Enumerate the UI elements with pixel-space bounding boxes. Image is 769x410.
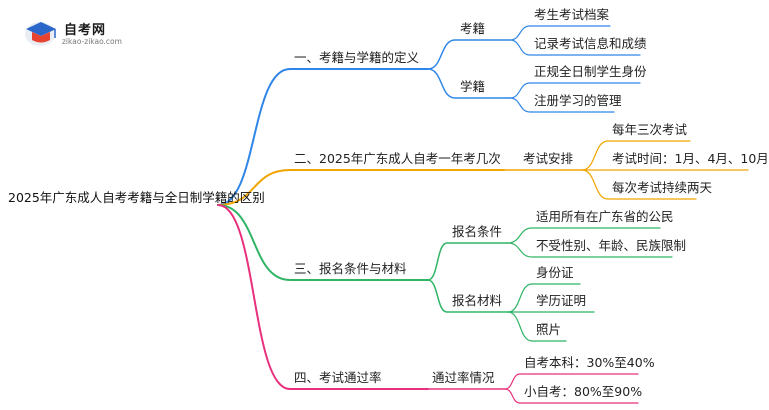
leaf-connector-3-1-1: [507, 227, 661, 244]
branch-connector-4: [217, 204, 429, 390]
sub-connector-1-2: [427, 68, 511, 99]
leaf-label-3-2-2[interactable]: 学历证明: [536, 293, 587, 308]
leaf-connector-3-2-3: [507, 311, 567, 342]
leaf-label-3-2-3[interactable]: 照片: [536, 322, 562, 337]
leaf-label-4-1-1[interactable]: 自考本科：30%至40%: [524, 355, 655, 370]
leaf-label-2-1-2[interactable]: 考试时间：1月、4月、10月: [612, 151, 769, 166]
branch-label-1[interactable]: 一、考籍与学籍的定义: [294, 50, 420, 65]
leaf-label-2-1-3[interactable]: 每次考试持续两天: [612, 180, 713, 195]
leaf-label-4-1-2[interactable]: 小自考：80%至90%: [524, 384, 643, 399]
graduation-cap-icon: [25, 22, 56, 46]
branch-connector-1: [217, 68, 429, 206]
leaf-connector-1-1-1: [509, 25, 611, 41]
leaf-connector-4-1-1: [504, 373, 639, 390]
sub-label-1-2[interactable]: 学籍: [460, 79, 486, 94]
leaf-connector-2-1-3: [581, 169, 697, 200]
branch-label-3[interactable]: 三、报名条件与材料: [294, 261, 407, 276]
sub-connector-1-1: [427, 39, 511, 70]
leaf-connector-1-2-2: [509, 97, 615, 113]
mindmap-canvas: [217, 25, 749, 404]
branch-label-4[interactable]: 四、考试通过率: [294, 370, 382, 385]
leaf-connector-1-1-2: [509, 39, 641, 56]
leaf-label-2-1-1[interactable]: 每年三次考试: [612, 122, 688, 137]
site-logo[interactable]: 自考网 zikao-zikao.com: [22, 16, 152, 50]
leaf-label-1-1-1[interactable]: 考生考试档案: [534, 7, 610, 22]
leaf-label-3-2-1[interactable]: 身份证: [536, 265, 574, 280]
leaf-label-3-1-2[interactable]: 不受性别、年龄、民族限制: [536, 238, 687, 253]
sub-label-1-1[interactable]: 考籍: [460, 21, 486, 36]
leaf-connector-1-2-1: [509, 82, 641, 99]
sub-label-3-2[interactable]: 报名材料: [452, 293, 503, 308]
root-node-label[interactable]: 2025年广东成人自考考籍与全日制学籍的区别: [8, 190, 265, 205]
leaf-connector-3-2-1: [507, 283, 581, 313]
branch-connector-2: [217, 169, 505, 206]
leaf-label-3-1-1[interactable]: 适用所有在广东省的公民: [536, 209, 674, 224]
sub-connector-3-1: [427, 242, 509, 281]
leaf-label-1-2-1[interactable]: 正规全日制学生身份: [534, 64, 647, 79]
sub-label-4-1[interactable]: 通过率情况: [432, 370, 495, 385]
sub-label-3-1[interactable]: 报名条件: [452, 224, 503, 239]
leaf-connector-3-1-2: [507, 242, 673, 258]
branch-connector-3: [217, 204, 429, 281]
leaf-connector-2-1-1: [581, 140, 691, 171]
logo-url: zikao-zikao.com: [62, 37, 122, 46]
branch-label-2[interactable]: 二、2025年广东成人自考一年考几次: [294, 151, 501, 166]
leaf-connector-4-1-2: [504, 388, 639, 404]
sub-connector-3-2: [427, 279, 509, 313]
sub-label-2-1[interactable]: 考试安排: [523, 151, 574, 166]
leaf-label-1-1-2[interactable]: 记录考试信息和成绩: [534, 36, 647, 51]
leaf-label-1-2-2[interactable]: 注册学习的管理: [534, 93, 622, 108]
logo-name: 自考网: [64, 23, 107, 38]
